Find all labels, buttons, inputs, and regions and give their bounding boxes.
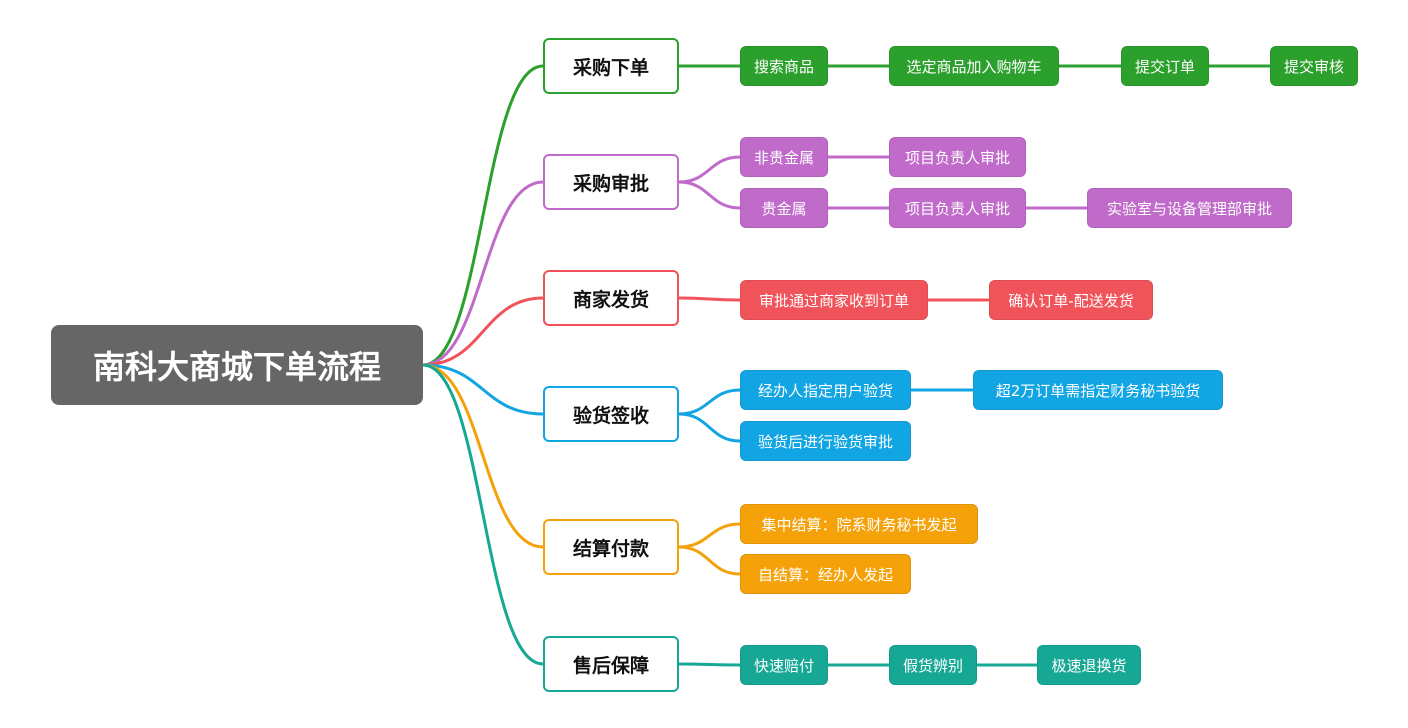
branch-b2-label: 商家发货: [572, 288, 649, 311]
connector-B-l4_0: [677, 522, 742, 549]
branch-b5: 售后保障: [543, 636, 679, 692]
leaf-l3_1: 超2万订单需指定财务秘书验货: [973, 370, 1223, 410]
branch-b3: 验货签收: [543, 386, 679, 442]
leaf-l1_3: 项目负责人审批: [889, 188, 1026, 228]
leaf-l1_4: 实验室与设备管理部审批: [1087, 188, 1292, 228]
leaf-l1_2-label: 贵金属: [761, 199, 807, 218]
leaf-l1_0-label: 非贵金属: [753, 148, 814, 167]
branch-b0-label: 采购下单: [572, 56, 649, 79]
leaf-l3_2-label: 验货后进行验货审批: [757, 432, 893, 451]
branch-b1-label: 采购审批: [572, 172, 649, 195]
leaf-l0_1-label: 选定商品加入购物车: [906, 57, 1042, 76]
leaf-l0_3: 提交审核: [1270, 46, 1358, 86]
branch-b0: 采购下单: [543, 38, 679, 94]
branch-b1: 采购审批: [543, 154, 679, 210]
leaf-l4_1: 自结算：经办人发起: [740, 554, 911, 594]
root-topic: 南科大商城下单流程: [51, 325, 423, 405]
connector-root-b0: [421, 64, 545, 367]
connector-B-l4_1: [677, 545, 742, 576]
connector-B-l2_0: [677, 296, 742, 302]
leaf-l1_0: 非贵金属: [740, 137, 828, 177]
connector-root-b2: [421, 296, 545, 367]
leaf-l3_0: 经办人指定用户验货: [740, 370, 911, 410]
leaf-l1_2: 贵金属: [740, 188, 828, 228]
root-topic-label: 南科大商城下单流程: [92, 348, 381, 386]
leaf-l5_0-label: 快速赔付: [753, 656, 814, 675]
leaf-l5_2: 极速退换货: [1037, 645, 1141, 685]
connector-root-b4: [421, 363, 545, 549]
leaf-l0_2-label: 提交订单: [1134, 57, 1195, 76]
leaf-l4_1-label: 自结算：经办人发起: [757, 565, 893, 584]
leaf-l2_0-label: 审批通过商家收到订单: [758, 291, 909, 310]
leaf-l2_0: 审批通过商家收到订单: [740, 280, 928, 320]
leaf-l3_1-label: 超2万订单需指定财务秘书验货: [995, 381, 1201, 400]
leaf-l3_2: 验货后进行验货审批: [740, 421, 911, 461]
branch-b4: 结算付款: [543, 519, 679, 575]
leaf-l1_4-label: 实验室与设备管理部审批: [1106, 199, 1272, 218]
leaf-l0_2: 提交订单: [1121, 46, 1209, 86]
leaf-l5_1: 假货辨别: [889, 645, 977, 685]
connector-B-l3_0: [677, 388, 742, 416]
leaf-l1_3-label: 项目负责人审批: [904, 199, 1010, 218]
leaf-l5_1-label: 假货辨别: [902, 656, 963, 675]
leaf-l0_3-label: 提交审核: [1283, 57, 1344, 76]
connector-root-b5: [421, 363, 545, 666]
leaf-l0_0: 搜索商品: [740, 46, 828, 86]
branch-b5-label: 售后保障: [572, 654, 649, 677]
leaf-l4_0-label: 集中结算：院系财务秘书发起: [761, 515, 957, 534]
leaf-l4_0: 集中结算：院系财务秘书发起: [740, 504, 978, 544]
leaf-l5_0: 快速赔付: [740, 645, 828, 685]
leaf-l3_0-label: 经办人指定用户验货: [757, 381, 893, 400]
leaf-l2_1: 确认订单-配送发货: [989, 280, 1153, 320]
connector-B-l5_0: [677, 662, 742, 667]
leaf-l5_2-label: 极速退换货: [1051, 656, 1127, 675]
connector-root-b3: [421, 363, 545, 416]
branch-b4-label: 结算付款: [572, 537, 649, 560]
leaf-l2_1-label: 确认订单-配送发货: [1008, 291, 1134, 310]
leaf-l0_0-label: 搜索商品: [753, 57, 814, 76]
connector-B-l3_2: [677, 412, 742, 443]
branch-b3-label: 验货签收: [572, 404, 649, 427]
connector-B-l1_0: [677, 155, 742, 184]
leaf-l1_1: 项目负责人审批: [889, 137, 1026, 177]
connector-B-l1_2: [677, 180, 742, 210]
branch-b2: 商家发货: [543, 270, 679, 326]
leaf-l1_1-label: 项目负责人审批: [904, 148, 1010, 167]
leaf-l0_1: 选定商品加入购物车: [889, 46, 1059, 86]
connector-root-b1: [421, 180, 545, 367]
